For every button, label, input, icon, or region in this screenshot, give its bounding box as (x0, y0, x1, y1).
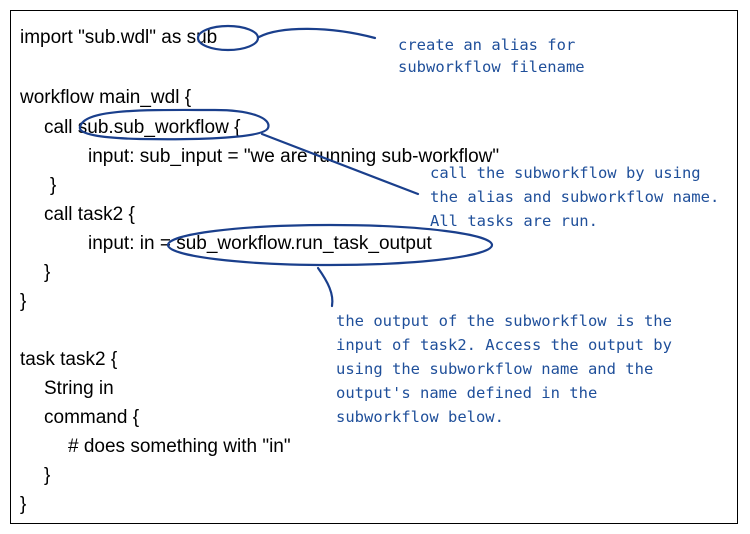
code-line-command: command { (44, 407, 140, 428)
code-line-string-in: String in (44, 378, 114, 399)
output-note-line-3: using the subworkflow name and the (336, 360, 654, 378)
output-note-line-5: subworkflow below. (336, 408, 504, 426)
call-note-line-2: the alias and subworkflow name. (430, 188, 720, 206)
code-line-close-command: } (44, 465, 51, 486)
code-line-workflow: workflow main_wdl { (20, 87, 192, 108)
subworkflow-call-circle (78, 108, 270, 141)
code-line-sub-input: input: sub_input = "we are running sub-w… (88, 146, 500, 167)
code-line-close-call-1: } (50, 175, 57, 196)
alias-pointer-line (257, 27, 377, 40)
code-line-close-workflow: } (20, 291, 27, 312)
call-note-line-3: All tasks are run. (430, 212, 598, 230)
output-note-line-1: the output of the subworkflow is the (336, 312, 672, 330)
code-line-call-subworkflow: call sub.sub_workflow { (44, 117, 241, 138)
code-line-task2-input: input: in = sub_workflow.run_task_output (88, 233, 432, 254)
alias-circle (196, 24, 260, 52)
code-line-close-call-2: } (44, 262, 51, 283)
output-pointer-line (316, 266, 334, 308)
code-line-call-task2: call task2 { (44, 204, 135, 225)
code-line-comment: # does something with "in" (68, 436, 291, 457)
call-note-line-1: call the subworkflow by using (430, 164, 701, 182)
output-note-line-2: input of task2. Access the output by (336, 336, 672, 354)
alias-note-line-1: create an alias for (398, 36, 576, 54)
code-line-import: import "sub.wdl" as sub (20, 27, 218, 48)
code-line-task-def: task task2 { (20, 349, 118, 370)
code-line-close-task: } (20, 494, 27, 515)
code-figure-frame (10, 10, 738, 524)
output-circle (166, 223, 494, 267)
alias-note-line-2: subworkflow filename (398, 58, 585, 76)
output-note-line-4: output's name defined in the (336, 384, 598, 402)
subworkflow-call-pointer-line (260, 132, 420, 196)
